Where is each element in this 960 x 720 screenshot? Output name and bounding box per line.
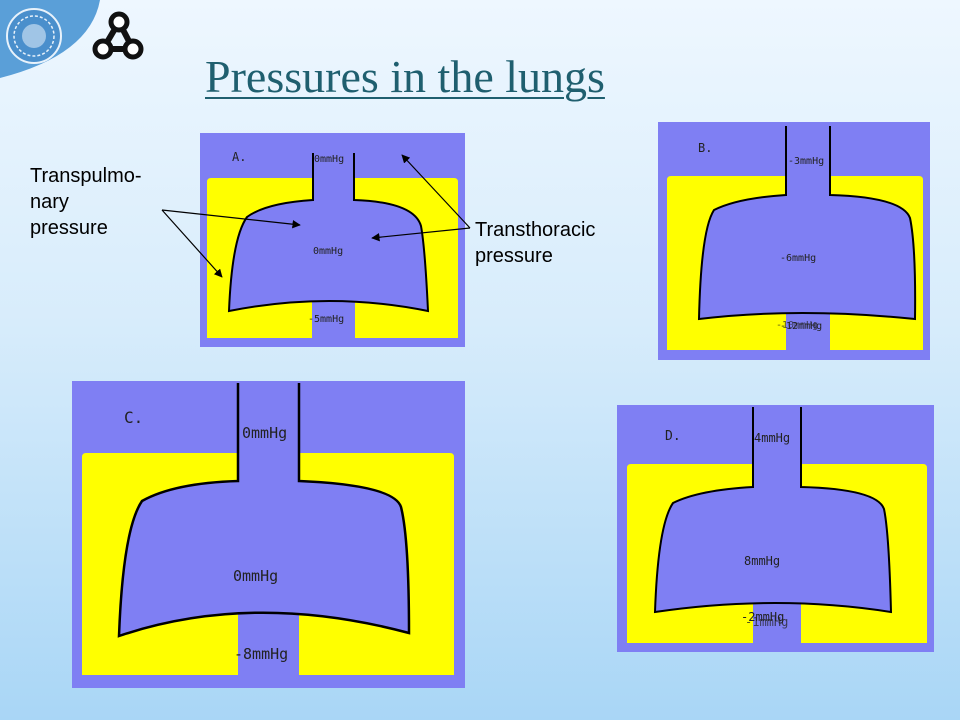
panel-c-pleural-pressure: -8mmHg: [234, 645, 288, 663]
panel-b-alveolar-pressure: -6mmHg: [780, 253, 816, 264]
panel-d-airway-pressure: 4mmHg: [754, 431, 790, 445]
panel-c: C. 0mmHg 0mmHg -8mmHg: [72, 381, 465, 688]
panel-c-airway-pressure: 0mmHg: [242, 424, 287, 442]
panel-a-pleural-pressure: -5mmHg: [308, 314, 344, 325]
panel-c-lung: [117, 383, 411, 638]
panel-b-airway-pressure: -3mmHg: [788, 156, 824, 167]
panel-d: D. 4mmHg 8mmHg -1mmHg -2mmHg: [617, 405, 934, 652]
transpulmonary-pressure-label: Transpulmo- nary pressure: [30, 163, 142, 241]
transthoracic-pressure-label: Transthoracic pressure: [475, 217, 595, 269]
panel-d-letter: D.: [665, 429, 681, 444]
transpulmonary-line-2: nary: [30, 191, 69, 213]
panel-a-alveolar-pressure: 0mmHg: [313, 246, 343, 257]
panel-b-pleural-pressure-overlap: -10mmHg: [776, 320, 818, 331]
panel-c-letter: C.: [124, 408, 143, 427]
transpulmonary-line-1: Transpulmo-: [30, 165, 142, 187]
panel-b: B. -3mmHg -6mmHg -10mmHg -12mmHg: [658, 122, 930, 360]
transthoracic-line-2: pressure: [475, 245, 553, 267]
panel-a-airway-pressure: 0mmHg: [314, 154, 344, 165]
seal-icon: [6, 8, 62, 64]
panel-b-pleural-pressure: -12mmHg: [780, 321, 822, 332]
panel-a: A. 0mmHg 0mmHg -5mmHg: [200, 133, 465, 347]
university-logo: [0, 0, 144, 78]
panel-d-alveolar-pressure: 8mmHg: [744, 554, 780, 568]
panel-a-letter: A.: [232, 150, 246, 164]
panel-d-pleural-pressure-overlap: -1mmHg: [745, 615, 788, 629]
panel-c-alveolar-pressure: 0mmHg: [233, 567, 278, 585]
transthoracic-line-1: Transthoracic: [475, 219, 596, 241]
panel-d-pleural-pressure: -2mmHg: [741, 610, 784, 624]
slide-title: Pressures in the lungs: [205, 51, 605, 102]
panel-b-letter: B.: [698, 141, 712, 155]
transpulmonary-line-3: pressure: [30, 217, 108, 239]
molecule-icon: [92, 11, 144, 60]
panel-d-lung: [653, 407, 893, 614]
panel-b-lung: [697, 126, 917, 321]
